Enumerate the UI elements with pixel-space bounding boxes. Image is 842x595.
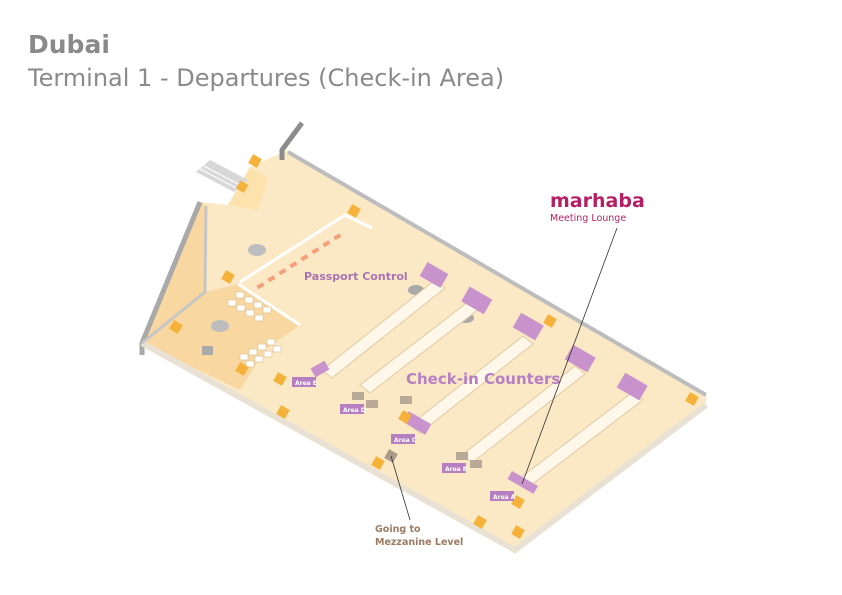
lounge-pointer: [521, 227, 618, 485]
area-label-e: Area E: [295, 380, 317, 387]
passport-wall-2: [239, 213, 373, 284]
waiting-seats: [227, 291, 282, 368]
column-2: [211, 320, 229, 332]
passport-booths: [256, 233, 342, 290]
area-label-d: Area D: [343, 407, 366, 414]
column-1: [248, 244, 266, 256]
mezzanine-label-line1: Going to: [375, 524, 421, 535]
checkin-island-b: [456, 344, 596, 468]
info-kiosk: [202, 346, 213, 355]
escalator: [196, 160, 248, 192]
checkin-island-c: [400, 312, 544, 435]
mezzanine-pointer: [390, 455, 411, 521]
area-tag-c: Area C: [391, 434, 417, 444]
passport-wall: [237, 282, 301, 327]
south-wall: [140, 340, 708, 554]
east-wall: [286, 150, 708, 397]
area-label-c: Area C: [394, 437, 417, 444]
north-wall: [279, 121, 305, 160]
area-tag-b: Area B: [442, 463, 468, 473]
inner-wall: [141, 205, 208, 345]
area-tag-e: Area E: [292, 377, 317, 387]
checkin-counters-label: Check-in Counters: [406, 370, 560, 388]
meeting-lounge-label: Meeting Lounge: [550, 213, 626, 224]
checkin-island-d: [352, 286, 493, 408]
area-label-b: Area B: [445, 466, 468, 473]
passport-control-label: Passport Control: [304, 270, 408, 283]
page-title-city: Dubai: [28, 30, 110, 59]
amenity-markers: [169, 154, 699, 539]
stair-landing: [228, 167, 268, 210]
area-tag-a: Area A: [490, 491, 516, 501]
mezzanine-label-line2: Mezzanine Level: [375, 537, 463, 548]
area-label-a: Area A: [493, 494, 516, 501]
page-subtitle: Terminal 1 - Departures (Check-in Area): [28, 64, 505, 92]
area-tag-d: Area D: [340, 404, 366, 414]
checkin-island-e: [310, 262, 449, 379]
marhaba-logo: marhaba: [550, 190, 645, 212]
